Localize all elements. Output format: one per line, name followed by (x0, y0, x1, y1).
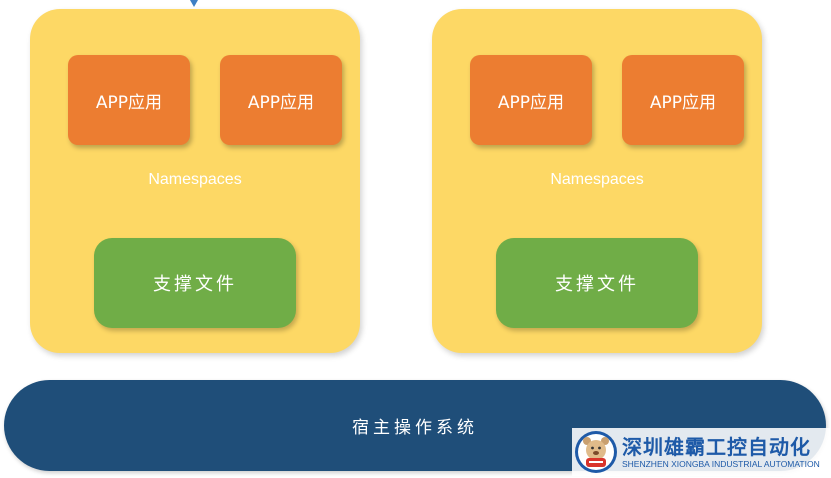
app-box: APP应用 (220, 55, 342, 145)
arrow-down-icon (190, 0, 198, 7)
app-box: APP应用 (470, 55, 592, 145)
watermark-title: 深圳雄霸工控自动化 (622, 434, 811, 459)
namespaces-label: Namespaces (550, 171, 644, 188)
watermark: 深圳雄霸工控自动化 SHENZHEN XIONGBA INDUSTRIAL AU… (572, 428, 830, 476)
bear-mascot-logo-icon (575, 431, 617, 473)
watermark-subtitle: SHENZHEN XIONGBA INDUSTRIAL AUTOMATION (622, 458, 820, 469)
container-box-2: APP应用 APP应用 Namespaces 支撑文件 (432, 9, 762, 353)
app-box: APP应用 (68, 55, 190, 145)
support-files-box: 支撑文件 (94, 238, 296, 328)
app-box: APP应用 (622, 55, 744, 145)
support-files-box: 支撑文件 (496, 238, 698, 328)
host-os-bar: 宿主操作系统 (4, 380, 826, 471)
container-box-1: APP应用 APP应用 Namespaces 支撑文件 (30, 9, 360, 353)
namespaces-label: Namespaces (148, 171, 242, 188)
